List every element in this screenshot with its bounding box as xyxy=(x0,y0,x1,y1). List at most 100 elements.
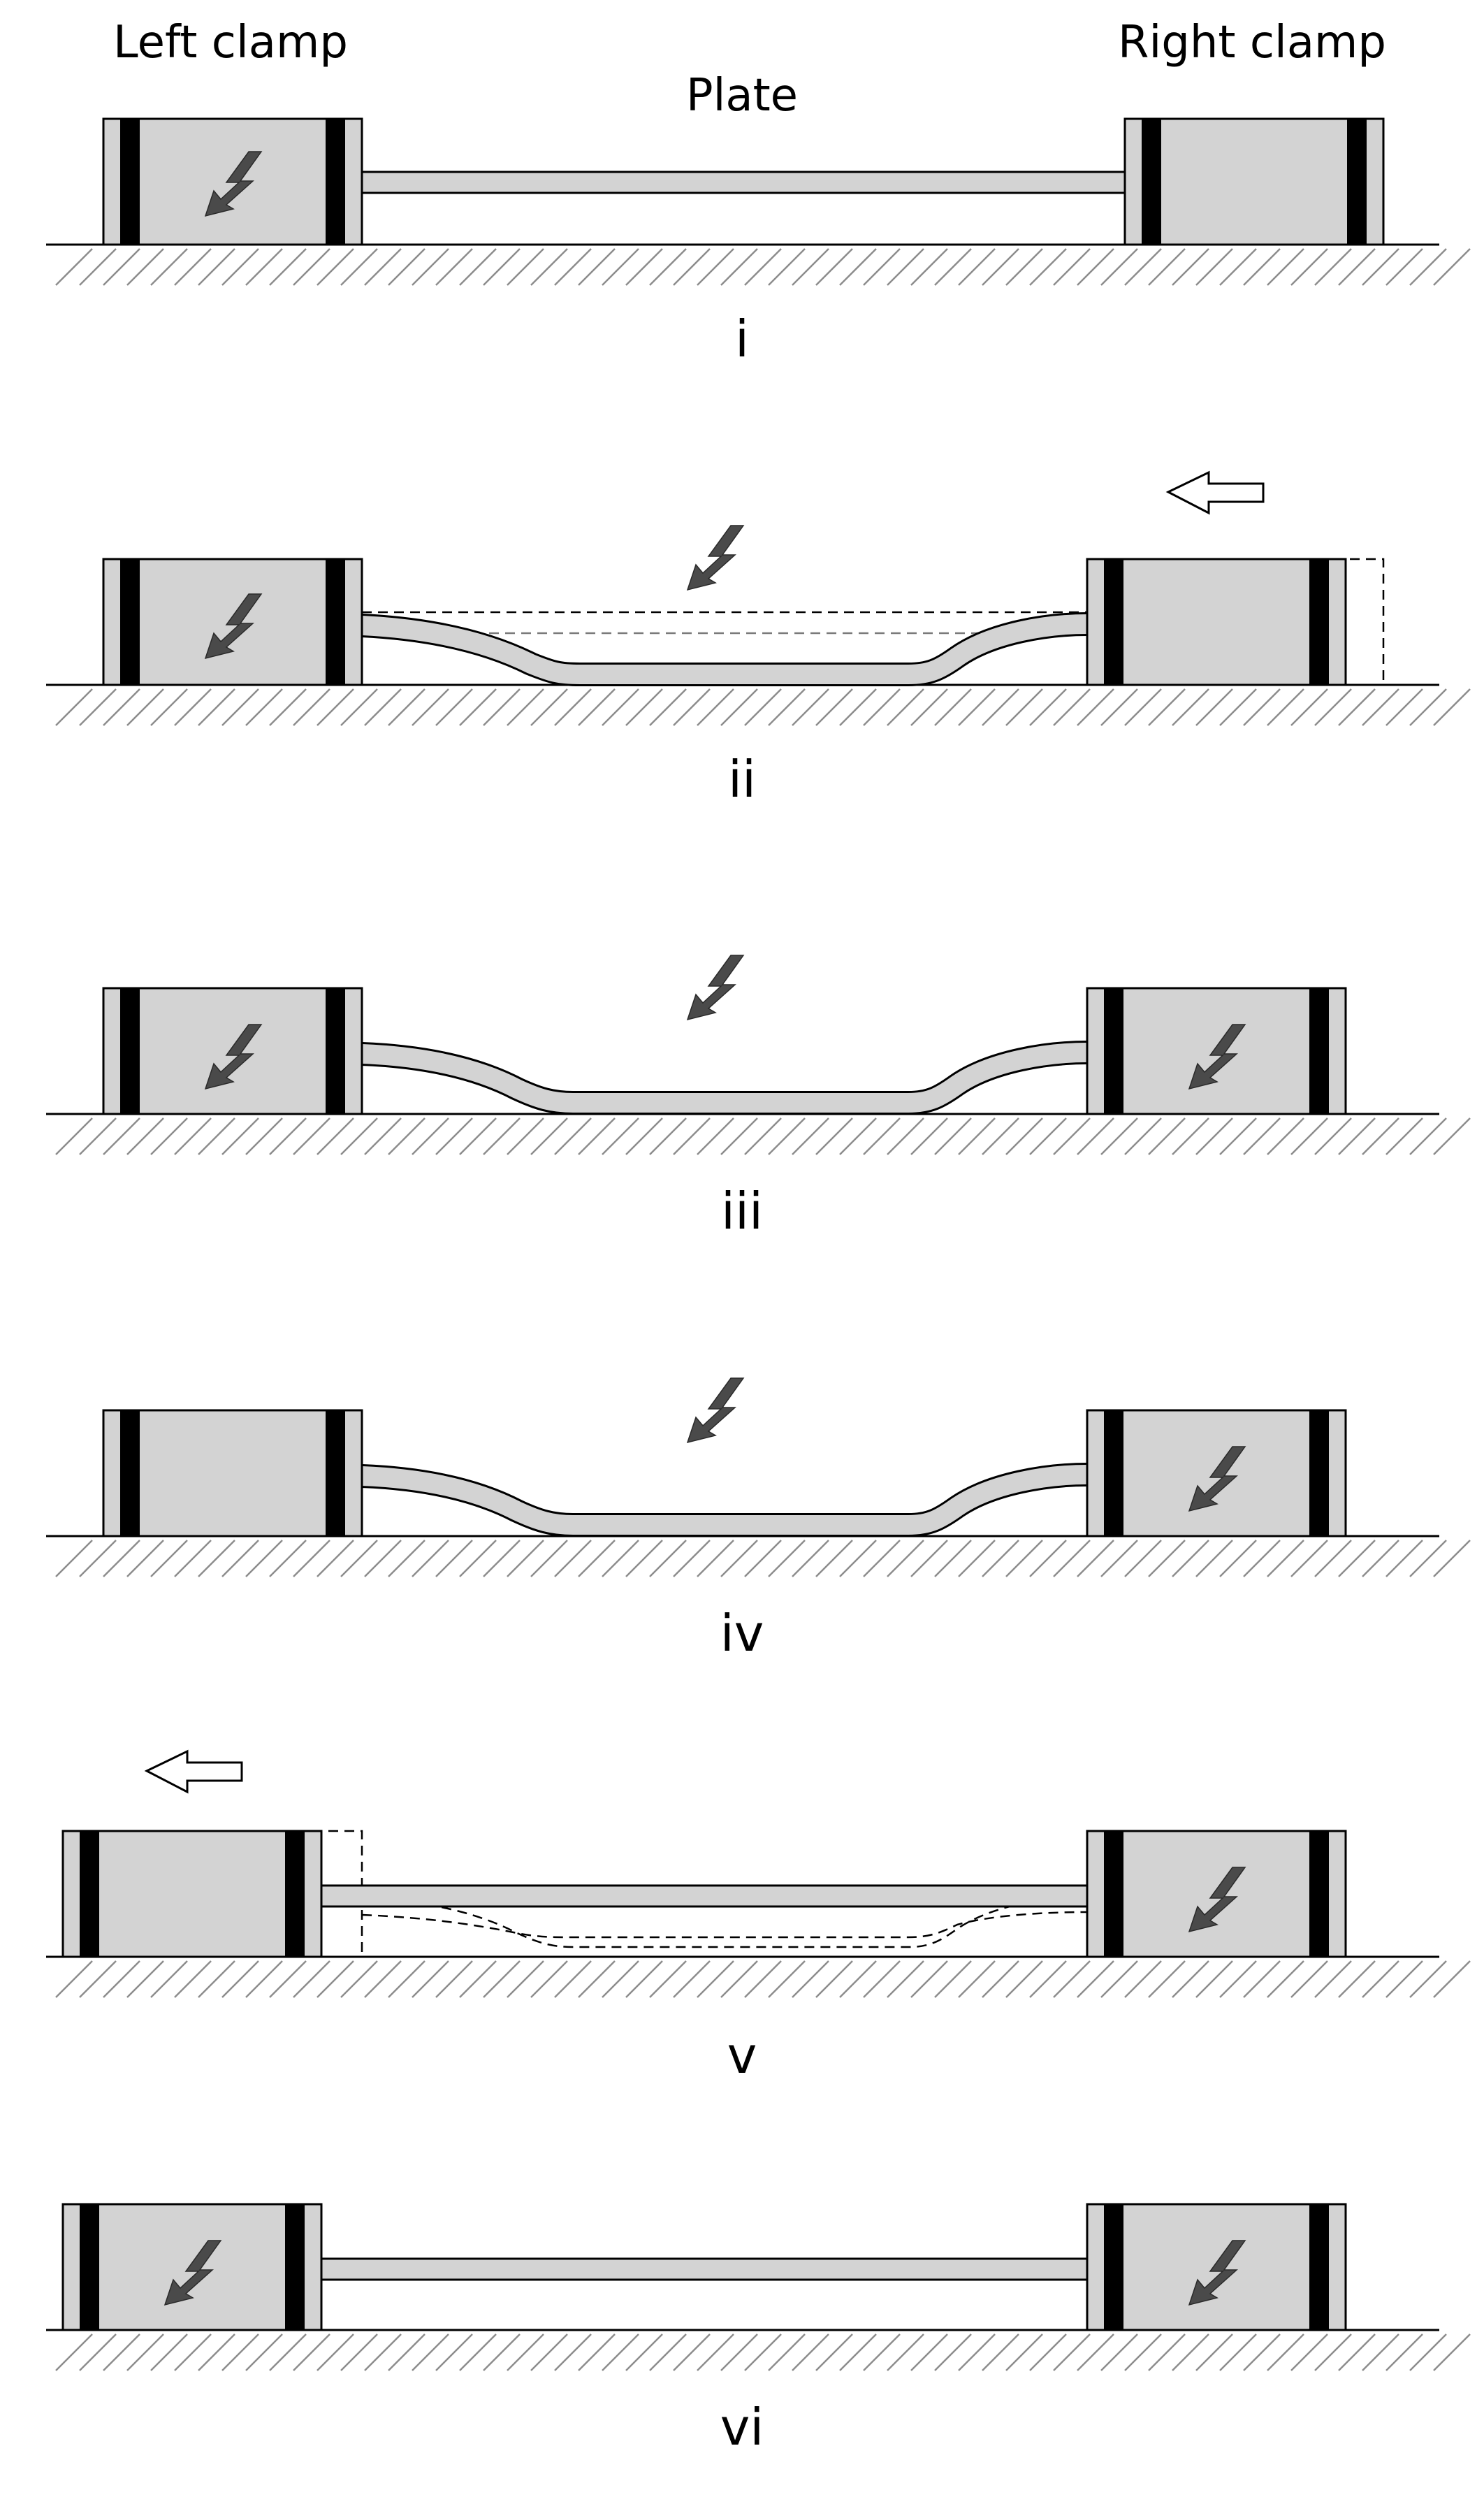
hatch-stroke xyxy=(887,688,924,726)
hatch-stroke xyxy=(459,688,497,726)
hatch-stroke xyxy=(720,2333,758,2371)
hatch-stroke xyxy=(198,2333,235,2371)
step-caption: i xyxy=(735,310,749,368)
hatch-stroke xyxy=(150,1117,188,1155)
hatch-stroke xyxy=(1290,688,1328,726)
hatch-stroke xyxy=(1005,1117,1043,1155)
hatch-stroke xyxy=(792,1960,829,1998)
hatch-stroke xyxy=(887,2333,924,2371)
hatch-stroke xyxy=(1148,1117,1186,1155)
hatch-stroke xyxy=(317,1540,354,1577)
hatch-stroke xyxy=(815,1540,853,1577)
hatch-stroke xyxy=(364,1960,402,1998)
hatch-stroke xyxy=(649,2333,687,2371)
right-clamp xyxy=(1086,2203,1347,2331)
hatch-stroke xyxy=(435,1960,473,1998)
hatch-stroke xyxy=(1433,688,1471,726)
hatch-stroke xyxy=(934,2333,972,2371)
hatch-stroke xyxy=(1005,1540,1043,1577)
hatch-stroke xyxy=(435,688,473,726)
hatch-stroke xyxy=(221,1540,259,1577)
hatch-stroke xyxy=(79,688,117,726)
hatch-stroke xyxy=(1219,2333,1257,2371)
hatch-stroke xyxy=(887,1960,924,1998)
hatch-stroke xyxy=(1219,1960,1257,1998)
hatch-stroke xyxy=(720,1960,758,1998)
hatch-stroke xyxy=(554,1960,592,1998)
hatch-stroke xyxy=(340,688,378,726)
hatch-stroke xyxy=(839,1540,877,1577)
hatch-stroke xyxy=(1385,688,1423,726)
left-clamp xyxy=(102,558,363,686)
hatch-stroke xyxy=(55,2333,93,2371)
hatch-stroke xyxy=(340,1960,378,1998)
hatch-stroke xyxy=(1338,1117,1376,1155)
hatch-stroke xyxy=(1290,2333,1328,2371)
right-clamp xyxy=(1123,117,1385,246)
hatch-stroke xyxy=(174,1540,212,1577)
hatch-stroke xyxy=(1195,2333,1233,2371)
hatch-stroke xyxy=(1267,248,1304,286)
lightning-bolt-icon xyxy=(687,525,744,591)
hatch-stroke xyxy=(293,2333,330,2371)
step-caption: iv xyxy=(720,1604,764,1663)
hatch-stroke xyxy=(1267,1117,1304,1155)
ground xyxy=(46,243,1471,286)
hatch-stroke xyxy=(1290,1117,1328,1155)
hatch-stroke xyxy=(198,1540,235,1577)
hollow-left-arrow-icon xyxy=(144,1749,243,1794)
hatch-stroke xyxy=(79,1540,117,1577)
hatch-stroke xyxy=(1100,1117,1138,1155)
hatch-stroke xyxy=(839,248,877,286)
hatch-stroke xyxy=(364,248,402,286)
hatch-stroke xyxy=(792,1117,829,1155)
hatch-stroke xyxy=(934,1540,972,1577)
hatch-stroke xyxy=(317,2333,354,2371)
hatch-stroke xyxy=(1362,1117,1399,1155)
hatch-stroke xyxy=(293,248,330,286)
hatch-stroke xyxy=(863,1117,901,1155)
hatch-stroke xyxy=(435,1540,473,1577)
hatch-stroke xyxy=(1409,2333,1447,2371)
hatch-stroke xyxy=(720,1540,758,1577)
plate xyxy=(320,2257,1089,2281)
hatch-stroke xyxy=(1172,1540,1209,1577)
hatch-stroke xyxy=(720,248,758,286)
hatch-stroke xyxy=(958,248,996,286)
hatch-stroke xyxy=(625,248,663,286)
hatch-stroke xyxy=(1362,1540,1399,1577)
hatch-stroke xyxy=(198,1117,235,1155)
hatch-stroke xyxy=(625,2333,663,2371)
hatch-stroke xyxy=(1433,1960,1471,1998)
step-caption: v xyxy=(727,2026,757,2085)
hatch-stroke xyxy=(768,248,806,286)
hatch-stroke xyxy=(221,248,259,286)
hatch-stroke xyxy=(1053,1117,1091,1155)
hatch-stroke xyxy=(673,1117,711,1155)
hatch-stroke xyxy=(269,248,307,286)
hatch-stroke xyxy=(1100,2333,1138,2371)
hatch-stroke xyxy=(1029,1117,1067,1155)
hatch-stroke xyxy=(934,1117,972,1155)
hatch-stroke xyxy=(1267,688,1304,726)
hatch-stroke xyxy=(1243,688,1281,726)
hatch-stroke xyxy=(245,1117,283,1155)
left-clamp xyxy=(102,1409,363,1537)
hatch-stroke xyxy=(839,2333,877,2371)
hatch-stroke xyxy=(1243,2333,1281,2371)
step-ii: ii xyxy=(46,470,1471,809)
hatch-stroke xyxy=(1338,1960,1376,1998)
hatch-stroke xyxy=(126,1960,164,1998)
hatch-stroke xyxy=(1100,688,1138,726)
hatch-stroke xyxy=(103,2333,140,2371)
hatch-stroke xyxy=(1385,1117,1423,1155)
hatch-stroke xyxy=(1100,248,1138,286)
hatch-stroke xyxy=(1243,1960,1281,1998)
hatch-stroke xyxy=(1267,1960,1304,1998)
hatch-stroke xyxy=(602,2333,639,2371)
buckled-plate xyxy=(361,1463,1088,1537)
hatch-stroke xyxy=(1148,1540,1186,1577)
hatch-stroke xyxy=(815,1117,853,1155)
hatch-stroke xyxy=(126,1117,164,1155)
buckled-plate xyxy=(361,1041,1088,1115)
